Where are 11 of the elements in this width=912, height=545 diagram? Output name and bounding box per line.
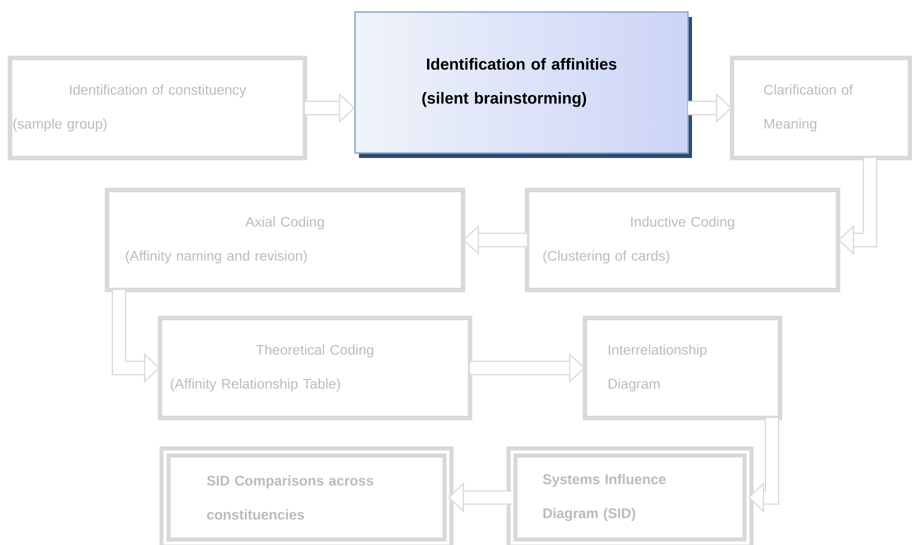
process-box: Systems Influence Diagram (SID) xyxy=(506,446,754,545)
process-box: Inductive Coding (Clustering of cards) xyxy=(524,188,840,292)
process-box: Identification of affinities (silent brainstorming) xyxy=(354,11,692,158)
process-box: Identification of constituency (sample group) xyxy=(8,56,308,160)
process-box: Theoretical Coding (Affinity Relationship Table) xyxy=(158,316,472,420)
process-box: Axial Coding (Affinity naming and revision) xyxy=(104,188,466,292)
process-box: SID Comparisons across constituencies xyxy=(160,446,454,545)
process-box: Clarification of Meaning xyxy=(730,56,912,160)
block-arrow xyxy=(838,158,878,256)
block-arrow xyxy=(748,418,780,513)
process-box: Interrelationship Diagram xyxy=(582,316,782,420)
